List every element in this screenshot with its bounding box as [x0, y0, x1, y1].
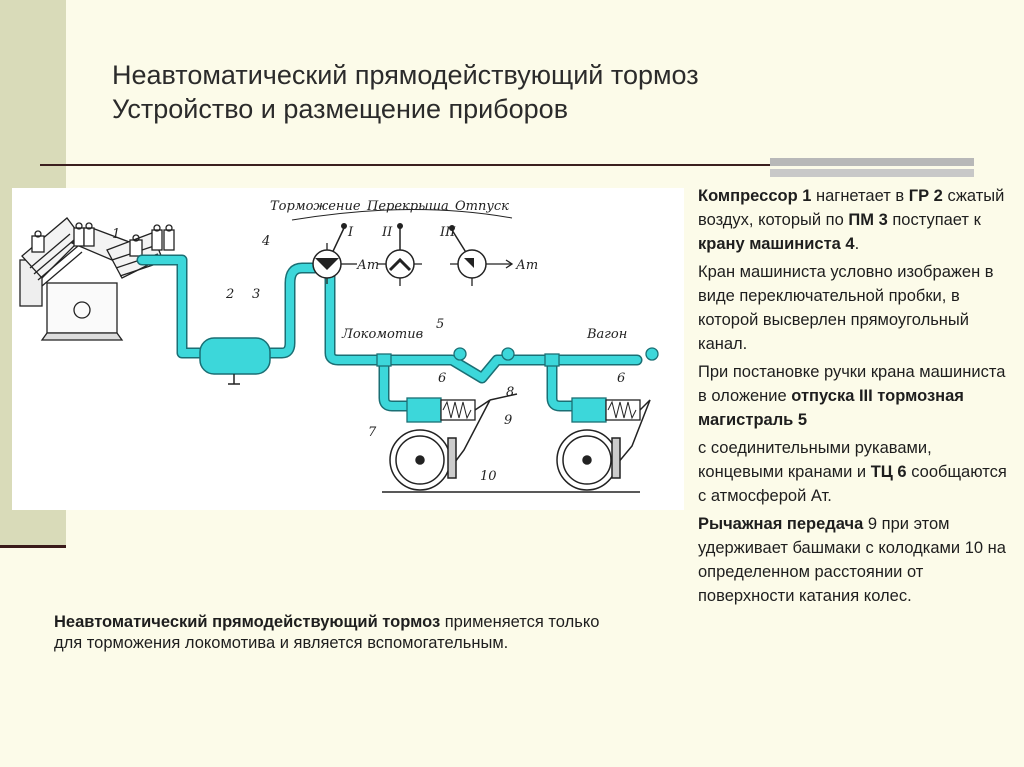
label-pos-3: III: [439, 225, 456, 240]
label-n10: 10: [480, 469, 497, 484]
label-n1: 1: [112, 227, 120, 242]
label-locomotive: Локомотив: [341, 327, 423, 342]
paragraph-linkage: Рычажная передача 9 при этом удерживает …: [698, 515, 1006, 605]
label-n9: 9: [504, 413, 512, 428]
description-panel: Компрессор 1 нагнетает в ГР 2 сжатый воз…: [698, 184, 1018, 612]
label-n3: 3: [252, 287, 260, 302]
valve-arc: [291, 208, 513, 221]
label-atm-3: Ат: [515, 258, 538, 273]
slide-title-line-1: Неавтоматический прямодействующий тормоз: [112, 60, 699, 90]
wheels: [382, 429, 640, 493]
label-atm-1: Ат: [356, 258, 379, 273]
compressor-illustration: [19, 217, 175, 341]
drivers-valve-position-3: [449, 225, 514, 286]
brake-cylinder-locomotive: [406, 397, 476, 423]
term-brake-cylinder: ТЦ 6: [870, 463, 907, 481]
paragraph-hoses: с соединительными рукавами, концевыми кр…: [698, 439, 1007, 505]
label-n6-loco: 6: [438, 371, 446, 386]
brake-cylinder-wagon: [571, 397, 641, 423]
label-wagon: Вагон: [586, 327, 627, 342]
paragraph-compressor: Компрессор 1 нагнетает в ГР 2 сжатый воз…: [698, 187, 1005, 253]
slide-title: Неавтоматический прямодействующий тормоз…: [112, 58, 699, 126]
drivers-valve-position-1: [312, 223, 357, 284]
title-rule-accent: [770, 158, 974, 166]
brake-diagram-svg: Торможение Перекрыша Отпуск I II III Ат …: [19, 199, 659, 493]
summary-term: Неавтоматический прямодействующий тормоз: [54, 613, 441, 631]
main-reservoir: [199, 337, 271, 385]
label-braking: Торможение: [270, 199, 361, 214]
end-cocks: [376, 347, 659, 367]
lever-linkage: [451, 393, 651, 467]
label-n4: 4: [261, 234, 270, 249]
label-pos-1: I: [347, 225, 354, 240]
label-lap: Перекрыша: [366, 199, 449, 214]
summary-text: Неавтоматический прямодействующий тормоз…: [54, 613, 600, 652]
term-compressor: Компрессор 1: [698, 187, 812, 205]
label-release: Отпуск: [455, 199, 509, 214]
air-pipes: [136, 254, 643, 412]
paragraph-valve: Кран машиниста условно изображен в виде …: [698, 263, 994, 353]
term-drivers-valve: крану машиниста 4: [698, 235, 855, 253]
term-feed-line: ПМ 3: [848, 211, 888, 229]
term-main-reservoir: ГР 2: [908, 187, 943, 205]
label-n2: 2: [225, 287, 234, 302]
paragraph-release: При постановке ручки крана машиниста в о…: [698, 363, 1006, 429]
label-n8: 8: [506, 385, 514, 400]
drivers-valve-position-2: [378, 223, 422, 286]
label-pos-2: II: [381, 225, 393, 240]
title-rule: [40, 164, 770, 166]
slide-title-line-2: Устройство и размещение приборов: [112, 94, 569, 124]
brake-diagram: Торможение Перекрыша Отпуск I II III Ат …: [12, 188, 684, 510]
label-n5: 5: [436, 317, 444, 332]
term-linkage: Рычажная передача: [698, 515, 864, 533]
term-release-pipe: отпуска III тормозная магистраль 5: [698, 387, 964, 429]
title-rule-accent-2: [770, 169, 974, 177]
label-n7: 7: [368, 425, 377, 440]
label-n6-wagon: 6: [617, 371, 625, 386]
left-accent-rule: [0, 545, 66, 548]
